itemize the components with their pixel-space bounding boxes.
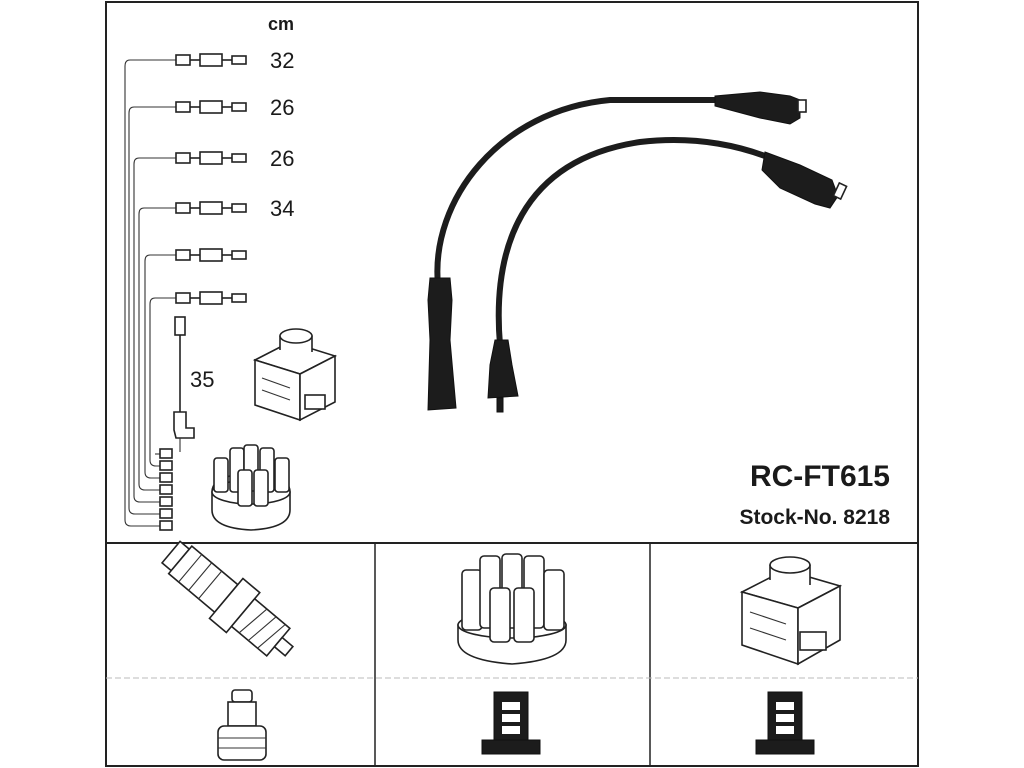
lead-schematic: cm 32 26 xyxy=(124,14,338,531)
unit-label: cm xyxy=(268,14,294,34)
lead-row-1: 32 xyxy=(175,48,294,73)
ignition-coil-icon xyxy=(739,556,843,666)
lead-row-3: 26 xyxy=(175,146,294,171)
lead-length-3: 26 xyxy=(270,146,294,171)
lead-length-2: 26 xyxy=(270,95,294,120)
lead-row-5 xyxy=(175,248,247,262)
distributor-cap-icon xyxy=(211,444,291,531)
stock-number: Stock-No. 8218 xyxy=(739,506,890,529)
lead-length-4: 34 xyxy=(270,196,294,221)
lead-row-2: 26 xyxy=(175,95,294,120)
cap-terminal-connector-icon xyxy=(481,691,541,755)
plug-boot-connector-icon xyxy=(217,689,267,761)
lead-row-6 xyxy=(175,291,247,305)
coil-lead: 35 xyxy=(173,316,214,452)
coil-terminal-connector-icon xyxy=(755,691,815,755)
lead-length-7: 35 xyxy=(190,367,214,392)
lead-row-4: 34 xyxy=(175,196,294,221)
ignition-cable-set-icon xyxy=(427,91,848,413)
product-code: RC-FT615 xyxy=(750,460,890,493)
distributor-cap-icon xyxy=(457,553,567,665)
spark-plug-icon xyxy=(160,540,295,658)
ignition-coil-icon xyxy=(252,328,338,422)
lead-length-1: 32 xyxy=(270,48,294,73)
terminal-stack xyxy=(159,448,173,531)
frame xyxy=(105,1,919,767)
